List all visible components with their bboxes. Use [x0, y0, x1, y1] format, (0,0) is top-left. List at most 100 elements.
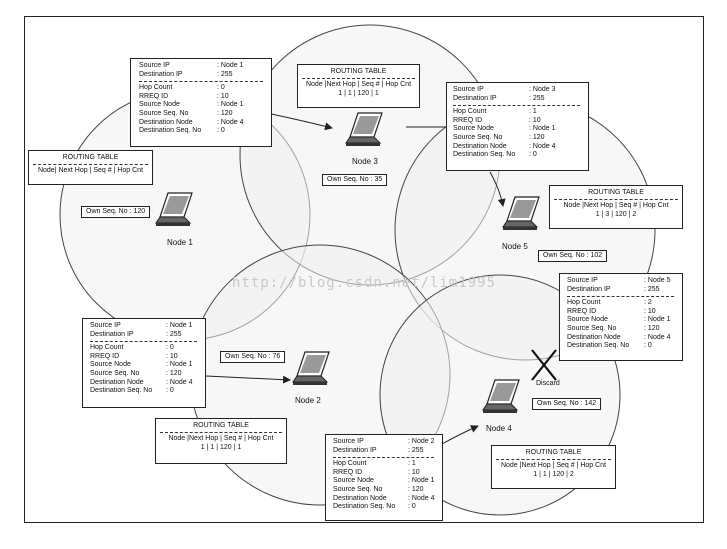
routing-table-title: ROUTING TABLE	[525, 449, 582, 456]
field-value: : 0	[217, 127, 225, 135]
routing-table-header: Node |Next Hop | Seq # | Hop Cnt	[168, 435, 274, 442]
node2-laptop-icon	[292, 351, 330, 385]
field-value: : Node 1	[644, 316, 671, 324]
divider	[160, 432, 282, 433]
divider	[90, 341, 197, 343]
field-value: : 120	[408, 485, 424, 493]
field-value: : 120	[529, 133, 545, 141]
field-value: : Node 3	[529, 86, 556, 93]
field-label: Source Seq. No	[567, 324, 617, 332]
field-label: RREQ ID	[567, 307, 597, 315]
routing-table-values: 1 | 1 | 120 | 1	[338, 90, 379, 97]
field-value: : 2	[644, 299, 652, 307]
rreq-packet-node1-broadcast: Source IP : Node 1 Destination IP : 255 Ho…	[82, 318, 206, 408]
routing-table-values: 1 | 3 | 120 | 2	[595, 211, 637, 218]
routing-table-header: Node| Next Hop | Seq # | Hop Cnt	[37, 167, 144, 174]
field-value: : 0	[166, 387, 174, 395]
field-value: : Node 5	[644, 277, 671, 284]
divider	[453, 105, 580, 107]
field-label: Hop Count	[453, 108, 487, 116]
routing-table-node1: ROUTING TABLE Node| Next Hop | Seq # | H…	[28, 150, 153, 185]
field-label: Source Node	[139, 101, 180, 109]
routing-table-title: ROUTING TABLE	[193, 422, 249, 429]
field-value: : 255	[644, 285, 660, 293]
own-seq-node4: Own Seq. No : 142	[532, 398, 602, 410]
field-value: : 10	[408, 468, 420, 476]
field-value: : 255	[166, 330, 182, 338]
own-seq-node1: Own Seq. No : 120	[81, 206, 151, 218]
field-value: : 0	[408, 503, 416, 511]
field-label: RREQ ID	[453, 116, 483, 124]
node5-laptop-icon	[502, 196, 540, 230]
arrow-node3-to-node5	[489, 171, 506, 207]
field-label: Hop Count	[139, 84, 173, 92]
field-label: Destination IP	[90, 330, 134, 338]
field-value: : Node 2	[408, 438, 435, 445]
arrow-node1-to-node2	[205, 375, 291, 384]
watermark: http://blog.csdn.net/lim1995	[232, 275, 497, 291]
field-value: : 120	[217, 109, 233, 117]
routing-table-node5: ROUTING TABLE Node |Next Hop | Seq # | H…	[549, 185, 683, 229]
node5-label: Node 5	[502, 242, 528, 251]
field-value: : 255	[408, 446, 424, 454]
routing-table-values: 1 | 1 | 120 | 1	[200, 444, 242, 451]
field-label: Hop Count	[333, 460, 367, 468]
field-label: Source Seq. No	[139, 109, 189, 117]
field-value: : Node 4	[529, 142, 556, 150]
discard-cross-icon	[531, 349, 557, 381]
field-label: Source Node	[333, 477, 374, 485]
node4-laptop-icon	[482, 379, 520, 413]
own-seq-node5: Own Seq. No : 102	[538, 250, 608, 262]
field-value: : 10	[529, 116, 541, 124]
divider	[33, 164, 148, 165]
field-label: Source IP	[139, 62, 170, 69]
routing-table-node2: ROUTING TABLE Node |Next Hop | Seq # | H…	[155, 418, 287, 464]
field-value: : Node 1	[217, 62, 244, 69]
node1-laptop-icon	[155, 192, 193, 226]
field-label: RREQ ID	[90, 352, 120, 360]
field-label: RREQ ID	[139, 92, 169, 100]
field-label: Source Seq. No	[333, 485, 383, 493]
field-value: : Node 4	[217, 118, 244, 126]
divider	[333, 457, 434, 459]
rreq-packet-node5: Source IP: Node 5 Destination IP: 255 Ho…	[559, 273, 683, 361]
routing-table-title: ROUTING TABLE	[588, 189, 644, 196]
routing-table-header: Node |Next Hop | Seq # | Hop Cnt	[500, 462, 607, 469]
field-label: Destination IP	[567, 285, 611, 293]
routing-table-values: 1 | 1 | 120 | 2	[533, 471, 574, 478]
field-value: : Node 4	[166, 378, 193, 386]
field-value: : Node 1	[166, 361, 193, 369]
field-label: Destination Node	[90, 378, 144, 386]
field-value: : 10	[644, 307, 656, 315]
field-value: : 10	[166, 352, 178, 360]
field-label: Destination IP	[333, 446, 377, 454]
discard-label: Discard	[536, 380, 560, 387]
divider	[496, 459, 611, 460]
field-value: : Node 1	[166, 322, 193, 329]
field-label: RREQ ID	[333, 468, 363, 476]
routing-table-node4: ROUTING TABLE Node |Next Hop | Seq # | H…	[491, 445, 616, 489]
field-value: : 120	[166, 369, 182, 377]
field-label: Source IP	[90, 322, 121, 329]
field-label: Destination Seq. No	[139, 127, 202, 135]
field-label: Source Node	[90, 361, 131, 369]
field-label: Destination Seq. No	[90, 387, 153, 395]
field-value: : 0	[644, 342, 652, 350]
field-value: : 0	[529, 151, 537, 159]
field-label: Destination IP	[453, 94, 497, 102]
rreq-packet-node2: Source IP: Node 2 Destination IP: 255 Ho…	[325, 434, 443, 521]
routing-table-title: ROUTING TABLE	[330, 68, 387, 75]
field-label: Destination Seq. No	[567, 342, 630, 350]
routing-table-header: Node |Next Hop | Seq # | Hop Cnt	[563, 202, 669, 209]
field-label: Destination Node	[567, 333, 621, 341]
field-value: : 0	[217, 84, 225, 92]
field-label: Hop Count	[90, 344, 124, 352]
field-label: Destination Seq. No	[453, 151, 516, 159]
field-value: : Node 1	[408, 477, 435, 485]
field-label: Destination Node	[453, 142, 507, 150]
field-label: Source IP	[453, 86, 484, 93]
divider	[139, 81, 263, 83]
node2-label: Node 2	[295, 396, 321, 405]
field-label: Source Seq. No	[453, 133, 503, 141]
